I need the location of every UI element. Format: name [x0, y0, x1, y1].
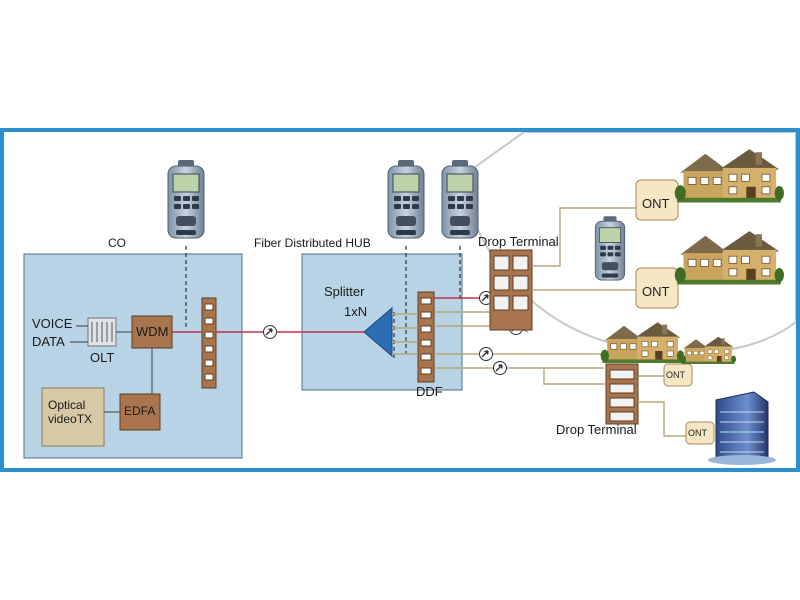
drop-terminal-upper-label: Drop Terminal [478, 234, 559, 249]
olt-device [87, 317, 117, 347]
otdr-meter-icon [594, 215, 626, 281]
drop-terminal-lower [605, 363, 639, 425]
olt-label: OLT [90, 350, 115, 365]
data-label: DATA [32, 334, 65, 349]
drop-terminal-upper [489, 249, 533, 331]
fiber-coupler-icon [262, 324, 278, 340]
hub-label: Fiber Distributed HUB [254, 236, 371, 250]
office-building-icon [708, 391, 776, 465]
splitter-label: Splitter [324, 284, 365, 299]
co-label: CO [108, 236, 126, 250]
splitter-triangle [363, 306, 393, 358]
edfa-label: EDFA [124, 404, 156, 418]
ont-label-2: ONT [642, 284, 670, 299]
ddf-label: DDF [416, 384, 443, 399]
ddf-strip [417, 291, 435, 383]
ont-label-3: ONT [666, 370, 685, 380]
fiber-coupler-icon [478, 346, 494, 362]
optical-video-tx-box [41, 387, 105, 447]
ont-label-4: ONT [688, 428, 707, 438]
drop-terminal-lower-label: Drop Terminal [556, 422, 637, 437]
edfa-box [119, 393, 161, 431]
splitter-ratio-label: 1xN [344, 304, 368, 319]
ont-unit-4 [685, 421, 715, 445]
optical-video-tx-label: Optical videoTX [48, 398, 93, 426]
voice-label: VOICE [32, 316, 73, 331]
otdr-meter-icon [441, 159, 479, 239]
wdm-label: WDM [136, 324, 169, 339]
fiber-coupler-icon [492, 360, 508, 376]
otdr-meter-icon [387, 159, 425, 239]
ont-unit-3 [663, 363, 693, 387]
ont-unit-2 [635, 267, 679, 309]
ont-label-1: ONT [642, 196, 670, 211]
fttx-network-diagram [23, 132, 796, 465]
otdr-meter-icon [167, 159, 205, 239]
diagram-frame: CO Fiber Distributed HUB VOICE DATA OLT … [0, 128, 800, 472]
co-odf-strip [201, 297, 217, 389]
